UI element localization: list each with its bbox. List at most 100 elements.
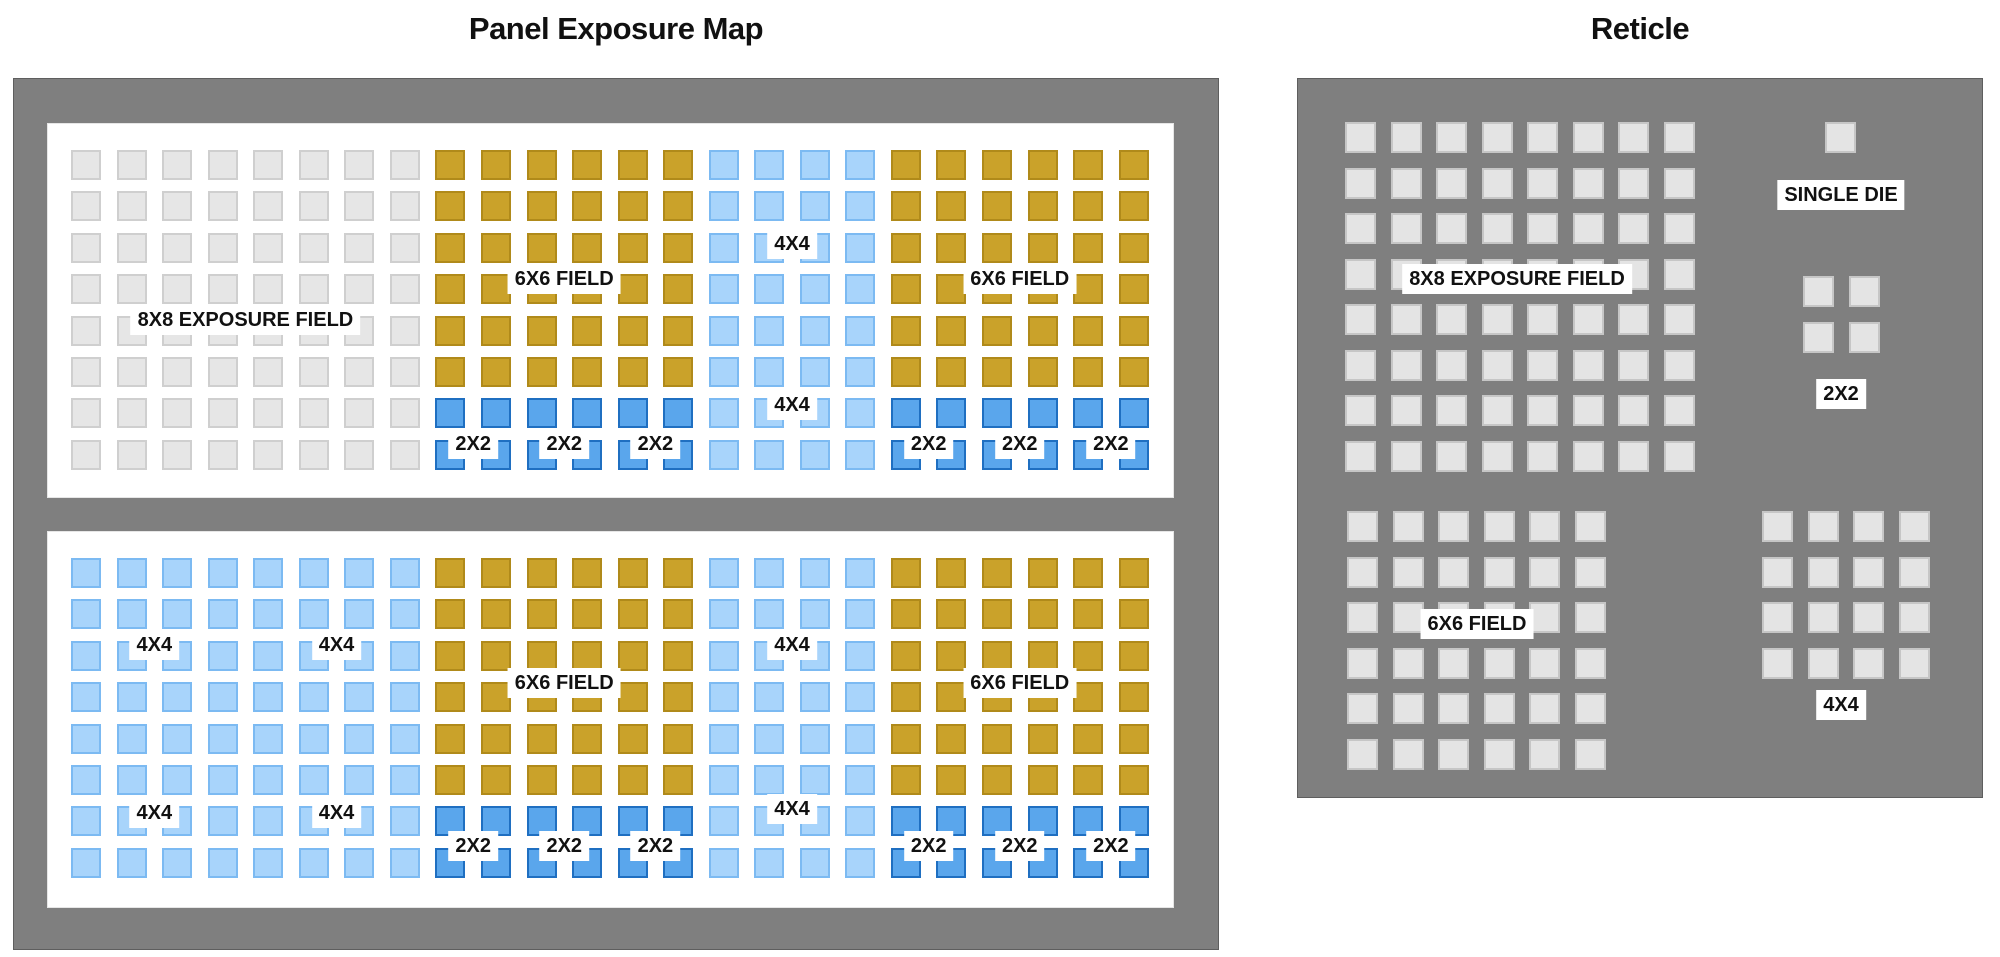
die-light-blue: [253, 640, 284, 671]
reticle-die: [1762, 647, 1793, 679]
reticle-die: [1436, 213, 1467, 244]
reticle-die: [1481, 213, 1513, 244]
die-gold: [982, 232, 1012, 263]
reticle-die: [1853, 511, 1884, 542]
reticle-die: [1803, 276, 1834, 307]
die-light-blue: [207, 682, 238, 713]
die-light-blue: [708, 723, 739, 754]
die-light-blue: [298, 765, 329, 795]
die-light-blue: [207, 558, 238, 588]
die-gold: [936, 640, 967, 671]
die-gold: [1073, 191, 1104, 222]
die-gray: [253, 150, 284, 180]
reticle-die: [1529, 647, 1560, 679]
die-light-blue: [253, 558, 284, 588]
die-light-blue: [71, 640, 101, 671]
die-light-blue: [253, 682, 284, 713]
die-light-blue: [207, 847, 238, 878]
reticle-die: [1438, 647, 1469, 679]
die-gold: [890, 357, 921, 387]
die-gold: [1027, 723, 1058, 754]
die-gold: [936, 315, 967, 346]
die-light-blue: [207, 723, 238, 754]
die-gold: [1118, 558, 1149, 588]
die-gold: [936, 558, 967, 588]
die-gold: [936, 191, 967, 222]
die-light-blue: [845, 723, 876, 754]
reticle-die: [1483, 556, 1515, 588]
die-gray: [389, 357, 420, 387]
reticle-field-label: 4X4: [1816, 690, 1866, 720]
reticle-die: [1527, 440, 1558, 472]
die-gold: [435, 150, 466, 180]
reticle-die: [1345, 213, 1376, 244]
die-light-blue: [253, 806, 284, 837]
die-light-blue: [845, 847, 876, 878]
die-light-blue: [389, 682, 420, 713]
field-label: 4X4: [767, 630, 817, 661]
die-light-blue: [799, 682, 830, 713]
die-light-blue: [754, 558, 785, 588]
die-light-blue: [162, 723, 193, 754]
die-gold: [526, 191, 557, 222]
die-light-blue: [708, 274, 739, 305]
die-gold: [480, 274, 511, 305]
reticle-die: [1898, 647, 1930, 679]
die-gold: [890, 232, 921, 263]
reticle-die: [1438, 511, 1469, 542]
die-gold: [890, 315, 921, 346]
die-gold: [617, 765, 648, 795]
die-light-blue: [253, 599, 284, 630]
die-blue: [982, 847, 1012, 878]
field-label: 4X4: [311, 630, 362, 661]
die-gold: [435, 191, 466, 222]
die-light-blue: [845, 191, 876, 222]
die-gray: [207, 232, 238, 263]
reticle-die: [1572, 349, 1604, 381]
die-gold: [890, 558, 921, 588]
reticle-die: [1527, 395, 1558, 426]
die-blue: [1118, 398, 1149, 429]
die-gold: [526, 723, 557, 754]
die-gray: [253, 439, 284, 470]
die-gray: [207, 191, 238, 222]
die-gold: [1027, 640, 1058, 671]
die-gray: [344, 191, 375, 222]
die-light-blue: [754, 847, 785, 878]
die-gold: [617, 682, 648, 713]
die-light-blue: [845, 315, 876, 346]
die-light-blue: [799, 315, 830, 346]
die-gray: [162, 150, 193, 180]
die-gold: [480, 558, 511, 588]
die-light-blue: [207, 806, 238, 837]
die-gray: [253, 191, 284, 222]
die-blue: [480, 398, 511, 429]
reticle-die: [1481, 167, 1513, 199]
reticle-die: [1663, 395, 1695, 426]
reticle-die: [1390, 304, 1422, 335]
die-gray: [207, 439, 238, 470]
reticle-die: [1572, 167, 1604, 199]
die-gold: [936, 232, 967, 263]
die-gold: [890, 765, 921, 795]
field-label: 2X2: [1086, 831, 1136, 862]
field-label: 4X4: [129, 630, 180, 661]
reticle-die: [1392, 738, 1424, 770]
die-light-blue: [799, 439, 830, 470]
die-gold: [936, 723, 967, 754]
die-gold: [1073, 682, 1104, 713]
reticle-die: [1762, 511, 1793, 542]
die-gold: [435, 274, 466, 305]
reticle-die: [1438, 738, 1469, 770]
field-label: 4X4: [767, 793, 817, 824]
die-light-blue: [71, 723, 101, 754]
die-light-blue: [71, 765, 101, 795]
die-light-blue: [116, 723, 147, 754]
die-gold: [435, 682, 466, 713]
die-gold: [1073, 599, 1104, 630]
die-light-blue: [799, 599, 830, 630]
die-gold: [663, 723, 694, 754]
die-gold: [936, 599, 967, 630]
die-gold: [480, 232, 511, 263]
reticle-field-label: 8X8 EXPOSURE FIELD: [1402, 264, 1632, 294]
